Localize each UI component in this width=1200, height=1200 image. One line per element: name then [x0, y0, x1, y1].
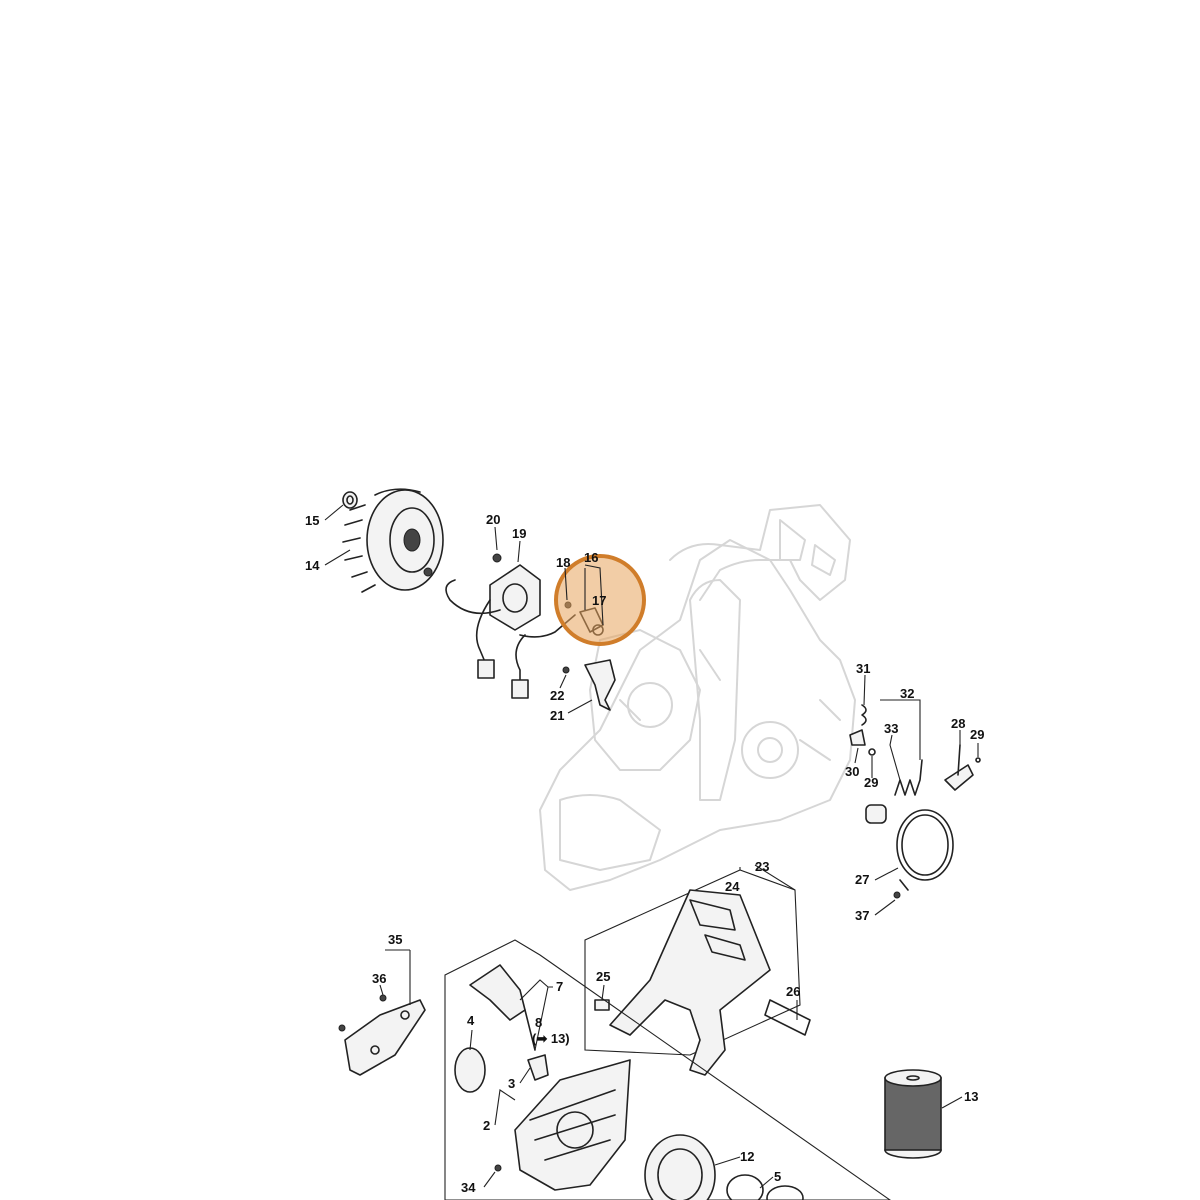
starter-rope-spool-part	[884, 1069, 942, 1159]
callout-7: 7	[556, 979, 563, 994]
chainsaw-body-ghost	[539, 504, 856, 891]
bracket-part	[338, 994, 426, 1076]
callout-32: 32	[900, 686, 914, 701]
annular-buffer-part	[849, 704, 876, 756]
callout-13: 13	[964, 1089, 978, 1104]
callout-2: 2	[483, 1118, 490, 1133]
flywheel-part	[342, 488, 444, 593]
callout-14: 14	[305, 558, 320, 573]
callout-labels: 15 14 20 19 18 16 17 22 21 31 32 33 28 2…	[305, 512, 984, 1195]
handle-assembly-part	[584, 869, 811, 1076]
callout-18: 18	[556, 555, 570, 570]
highlighted-region-marker	[554, 554, 646, 646]
callout-26: 26	[786, 984, 800, 999]
callout-34: 34	[461, 1180, 476, 1195]
callout-3: 3	[508, 1076, 515, 1091]
spring-ring-part	[893, 809, 954, 899]
callout-17: 17	[592, 593, 606, 608]
callout-20: 20	[486, 512, 500, 527]
callout-33: 33	[884, 721, 898, 736]
callout-21: 21	[550, 708, 564, 723]
callout-28: 28	[951, 716, 965, 731]
callout-15: 15	[305, 513, 319, 528]
callout-4: 4	[467, 1013, 475, 1028]
callout-22: 22	[550, 688, 564, 703]
fan-housing-assembly-part	[444, 939, 891, 1200]
callout-29-upper: 29	[970, 727, 984, 742]
callout-8-reference: (➡ 13)	[532, 1031, 570, 1046]
callout-37: 37	[855, 908, 869, 923]
callout-24: 24	[725, 879, 740, 894]
guide-plate-part	[562, 659, 616, 711]
callout-19: 19	[512, 526, 526, 541]
callout-12: 12	[740, 1149, 754, 1164]
callout-25: 25	[596, 969, 610, 984]
callout-leaders	[324, 504, 979, 1189]
callout-31: 31	[856, 661, 870, 676]
callout-36: 36	[372, 971, 386, 986]
callout-29-lower: 29	[864, 775, 878, 790]
ignition-module-part	[423, 553, 576, 699]
lever-part	[944, 744, 981, 791]
tension-spring-part	[865, 759, 923, 824]
callout-30: 30	[845, 764, 859, 779]
callout-35: 35	[388, 932, 402, 947]
callout-27: 27	[855, 872, 869, 887]
callout-5: 5	[774, 1169, 781, 1184]
callout-16: 16	[584, 550, 598, 565]
flywheel-nut-part	[342, 491, 358, 509]
callout-23: 23	[755, 859, 769, 874]
callout-8: 8	[535, 1015, 542, 1030]
